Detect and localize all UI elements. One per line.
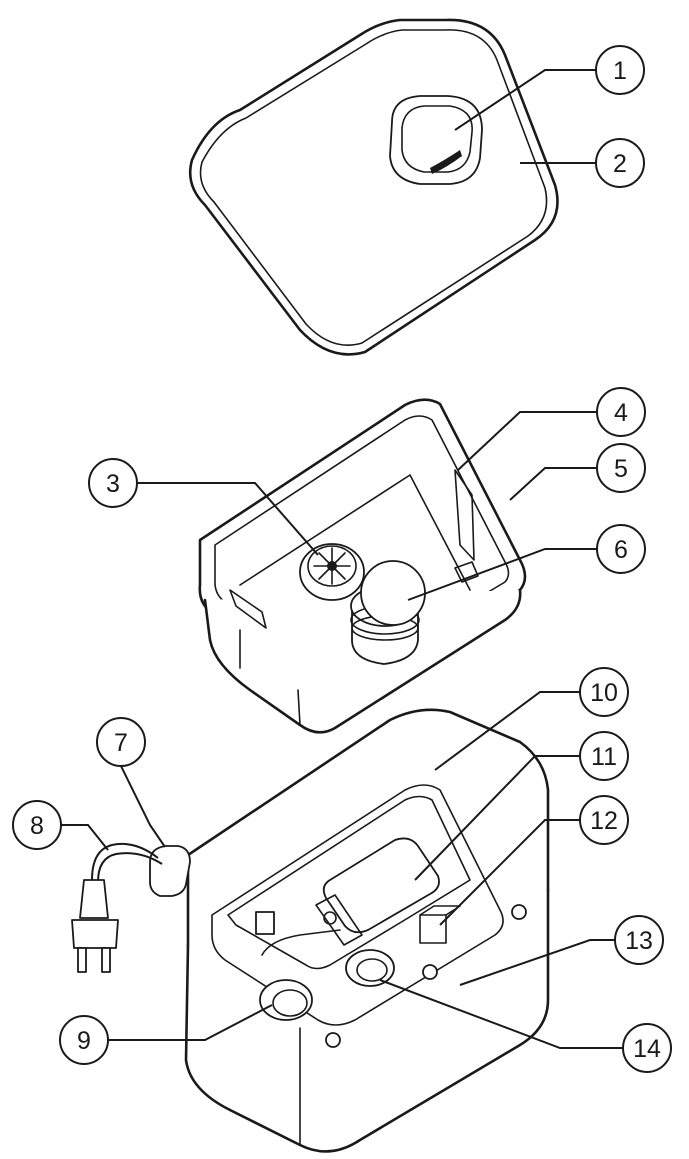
- callout-13: 13: [614, 915, 664, 965]
- callout-6: 6: [596, 524, 646, 574]
- callout-9-label: 9: [77, 1027, 91, 1055]
- screw-holes: [325, 904, 527, 1048]
- callout-10: 10: [579, 667, 629, 717]
- callout-2: 2: [595, 138, 645, 188]
- callout-7-label: 7: [114, 729, 128, 757]
- callout-2-label: 2: [613, 150, 627, 178]
- callout-11: 11: [579, 731, 629, 781]
- cable-plug-part: [71, 842, 191, 973]
- callout-8: 8: [12, 800, 62, 850]
- filter-strainer-part: [299, 543, 365, 601]
- callout-5-label: 5: [614, 455, 628, 483]
- float-button-part: [389, 95, 483, 185]
- callout-3: 3: [88, 458, 138, 508]
- callout-14: 14: [622, 1023, 672, 1073]
- callout-11-label: 11: [591, 743, 617, 771]
- tank-part: [198, 398, 527, 734]
- drain-port-part: [259, 979, 313, 1021]
- callout-4: 4: [596, 387, 646, 437]
- leader-lines: [61, 69, 623, 1049]
- lid-part: [188, 18, 559, 356]
- callout-10-label: 10: [590, 679, 618, 707]
- callout-12: 12: [579, 795, 629, 845]
- callout-1: 1: [595, 45, 645, 95]
- inlet-port-part: [345, 949, 395, 987]
- controller-module-part: [255, 837, 461, 946]
- callout-3-label: 3: [106, 470, 120, 498]
- callout-7: 7: [96, 717, 146, 767]
- callout-5: 5: [596, 443, 646, 493]
- callout-8-label: 8: [30, 812, 44, 840]
- callout-14-label: 14: [633, 1035, 661, 1063]
- callout-13-label: 13: [625, 927, 653, 955]
- callout-4-label: 4: [614, 399, 628, 427]
- callout-12-label: 12: [590, 807, 618, 835]
- callout-9: 9: [59, 1015, 109, 1065]
- callout-6-label: 6: [614, 536, 628, 564]
- float-valve-part: [350, 560, 426, 665]
- callout-1-label: 1: [613, 57, 627, 85]
